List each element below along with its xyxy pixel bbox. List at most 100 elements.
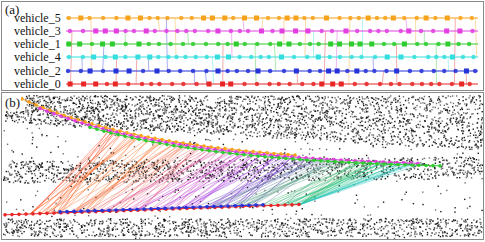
point-cloud xyxy=(334,111,335,112)
point-cloud xyxy=(424,96,425,97)
timeline-dot xyxy=(270,29,274,33)
timeline-dot xyxy=(436,42,440,46)
point-cloud xyxy=(45,103,46,104)
timeline-dot xyxy=(90,42,94,46)
point-cloud xyxy=(155,120,156,121)
point-cloud xyxy=(79,102,80,103)
timeline-dot xyxy=(126,82,130,86)
point-cloud xyxy=(211,133,212,134)
point-cloud xyxy=(57,120,58,121)
point-cloud xyxy=(340,134,341,135)
timeline-square xyxy=(279,55,284,60)
point-cloud xyxy=(268,99,269,100)
point-cloud xyxy=(231,110,232,111)
point-cloud xyxy=(448,113,449,114)
point-cloud xyxy=(78,106,79,107)
timeline-dot xyxy=(238,29,242,33)
point-cloud xyxy=(228,116,229,117)
point-cloud xyxy=(231,97,232,98)
point-cloud xyxy=(99,120,100,121)
timeline-square xyxy=(394,69,399,74)
point-cloud xyxy=(280,106,281,107)
point-cloud xyxy=(324,127,325,128)
point-cloud xyxy=(352,111,353,112)
point-cloud xyxy=(429,126,430,127)
timeline-dot xyxy=(319,29,323,33)
point-cloud xyxy=(334,131,335,132)
point-cloud xyxy=(228,103,229,104)
point-cloud xyxy=(264,109,265,110)
timeline-dot xyxy=(268,42,272,46)
point-cloud xyxy=(87,98,88,99)
point-cloud xyxy=(224,101,225,102)
point-cloud xyxy=(123,123,124,124)
point-cloud xyxy=(137,104,138,105)
point-cloud xyxy=(32,100,33,101)
point-cloud xyxy=(382,118,383,119)
point-cloud xyxy=(117,98,118,99)
point-cloud xyxy=(455,121,456,122)
point-cloud xyxy=(417,124,418,125)
point-cloud xyxy=(293,99,294,100)
point-cloud xyxy=(324,99,325,100)
point-cloud xyxy=(360,125,361,126)
point-cloud xyxy=(166,109,167,110)
point-cloud xyxy=(235,134,236,135)
point-cloud xyxy=(297,118,298,119)
point-cloud xyxy=(87,102,88,103)
timeline-dot xyxy=(225,69,229,73)
point-cloud xyxy=(417,115,418,116)
point-cloud xyxy=(276,138,277,139)
point-cloud xyxy=(482,122,483,123)
point-cloud xyxy=(94,118,95,119)
timeline-dot xyxy=(255,42,259,46)
point-cloud xyxy=(445,125,446,126)
point-cloud xyxy=(169,128,170,129)
point-cloud xyxy=(351,113,352,114)
point-cloud xyxy=(460,109,461,110)
point-cloud xyxy=(389,143,390,144)
point-cloud xyxy=(482,138,483,139)
point-cloud xyxy=(19,119,20,120)
point-cloud xyxy=(162,110,163,111)
point-cloud xyxy=(413,108,414,109)
timeline-square xyxy=(114,69,119,74)
point-cloud xyxy=(204,97,205,98)
timeline-square xyxy=(220,82,225,87)
point-cloud xyxy=(366,117,367,118)
point-cloud xyxy=(397,142,398,143)
point-cloud xyxy=(447,124,448,125)
point-cloud xyxy=(399,131,400,132)
point-cloud xyxy=(230,102,231,103)
timeline-square xyxy=(81,82,86,87)
point-cloud xyxy=(472,123,473,124)
point-cloud xyxy=(245,134,246,135)
point-cloud xyxy=(256,109,257,110)
point-cloud xyxy=(31,105,32,106)
point-cloud xyxy=(280,114,281,115)
point-cloud xyxy=(332,106,333,107)
timeline-dot xyxy=(229,29,233,33)
point-cloud xyxy=(257,124,258,125)
point-cloud xyxy=(413,138,414,139)
point-cloud xyxy=(364,98,365,99)
point-cloud xyxy=(57,97,58,98)
timeline-dot xyxy=(156,16,160,20)
timeline-square xyxy=(88,69,93,74)
point-cloud xyxy=(167,121,168,122)
timeline-dot xyxy=(330,29,334,33)
timeline-dot xyxy=(194,55,198,59)
point-cloud xyxy=(195,121,196,122)
point-cloud xyxy=(136,128,137,129)
point-cloud xyxy=(302,137,303,138)
point-cloud xyxy=(455,105,456,106)
point-cloud xyxy=(445,138,446,139)
point-cloud xyxy=(345,126,346,127)
point-cloud xyxy=(53,98,54,99)
point-cloud xyxy=(220,116,221,117)
point-cloud xyxy=(166,125,167,126)
timeline-dot xyxy=(288,82,292,86)
point-cloud xyxy=(10,112,11,113)
point-cloud xyxy=(339,125,340,126)
timeline-square xyxy=(324,16,329,21)
